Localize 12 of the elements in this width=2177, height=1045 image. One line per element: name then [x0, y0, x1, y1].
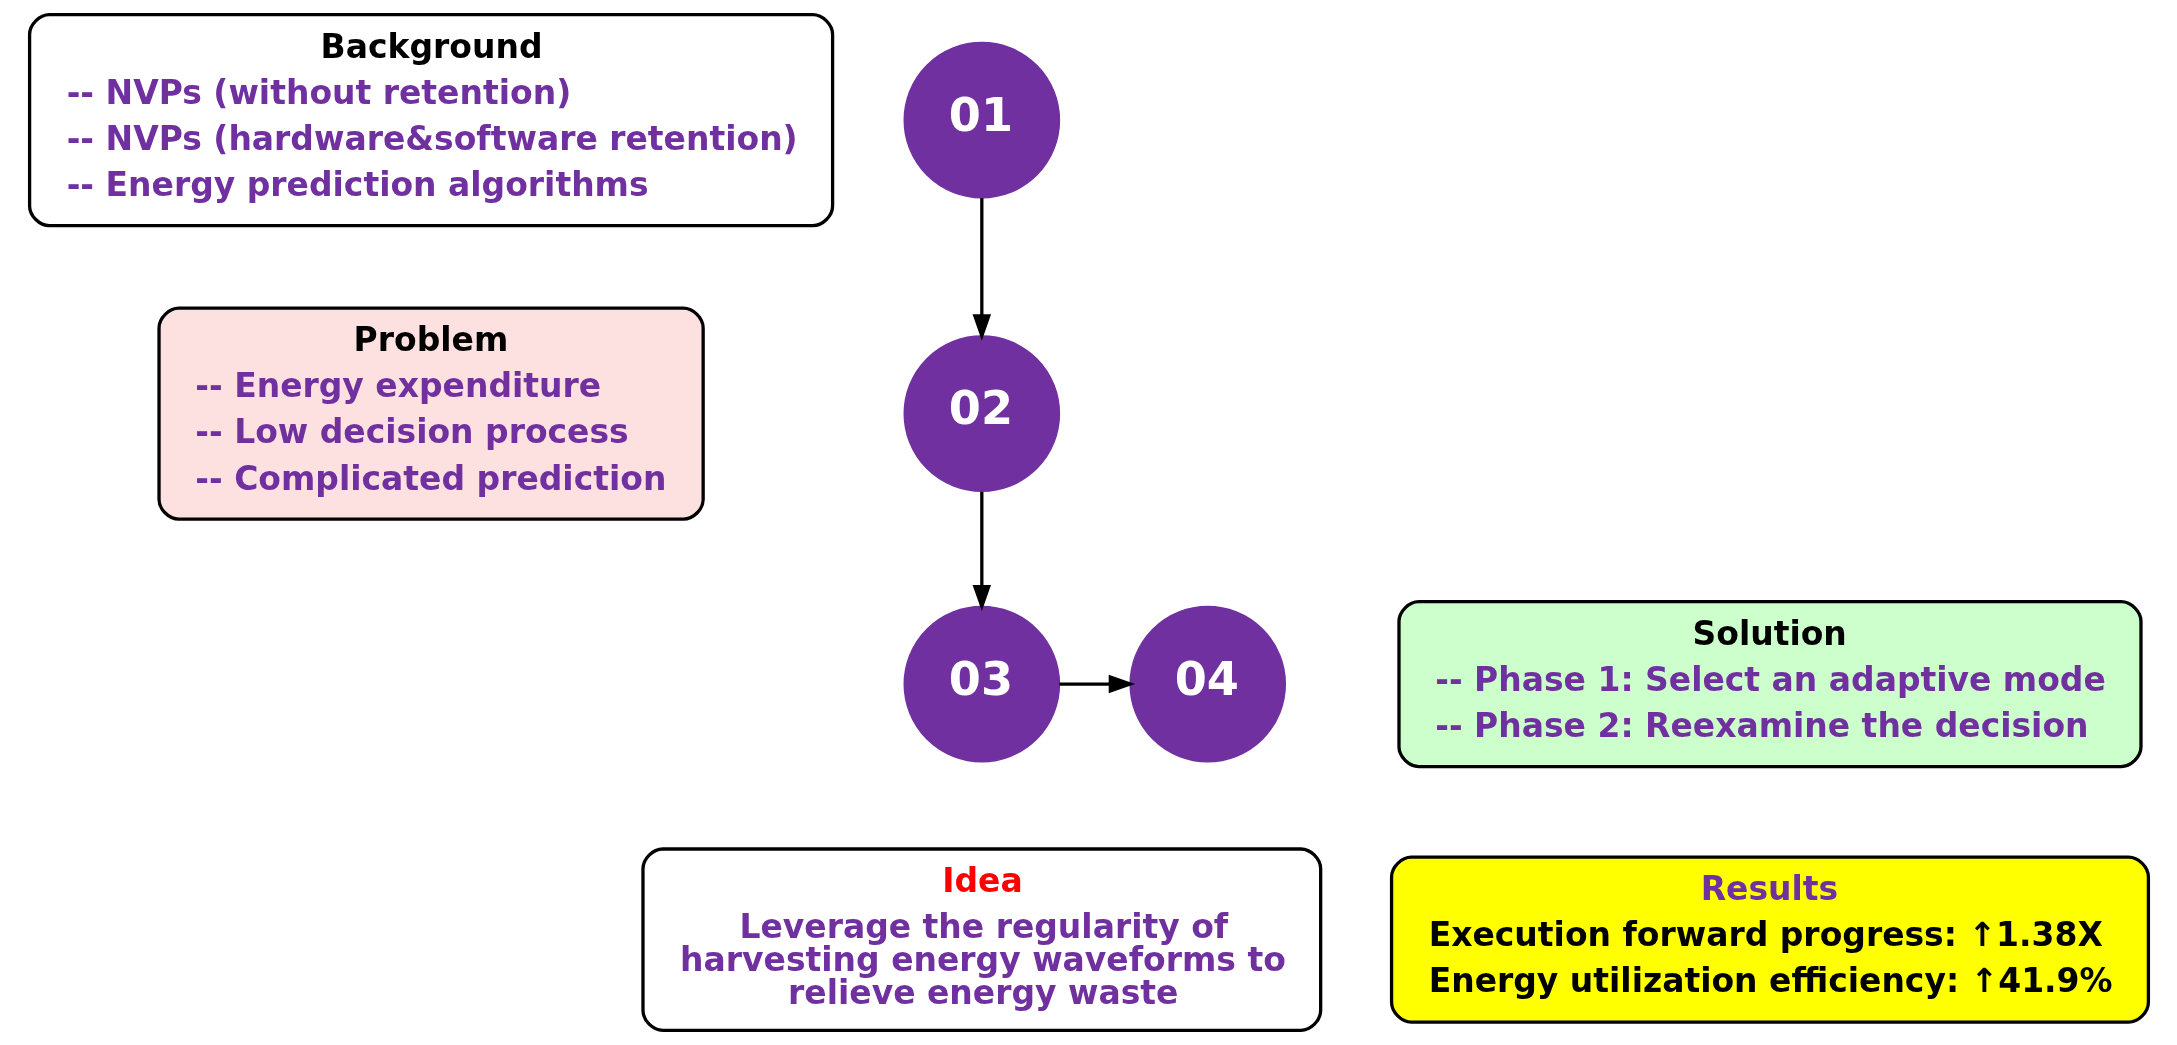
node-box: Solution -- Phase 1: Select an adaptive mode -- Phase 2: Reexamine the decision	[1396, 600, 2143, 769]
node-circle: 01	[903, 41, 1060, 199]
arrow	[972, 198, 991, 341]
node-circle: 02	[903, 335, 1060, 492]
arrow	[1058, 674, 1135, 694]
node-box: Problem -- Energy expenditure -- Low decision process -- Complicated prediction	[156, 306, 705, 521]
node-box: Background -- NVPs (without retention) -- NVPs (hardware&software retention) -- Energy prediction algorithms	[27, 13, 834, 228]
node-box: Results Execution forward progress: ↑1.38X Energy utilization efficiency: ↑41.9%	[1389, 855, 2150, 1024]
arrow	[972, 491, 991, 612]
node-circle: 03	[903, 605, 1060, 763]
node-circle: 04	[1128, 605, 1286, 763]
node-box: Idea Leverage the regularity of harvesting energy waveforms to relieve energy waste	[640, 847, 1322, 1032]
